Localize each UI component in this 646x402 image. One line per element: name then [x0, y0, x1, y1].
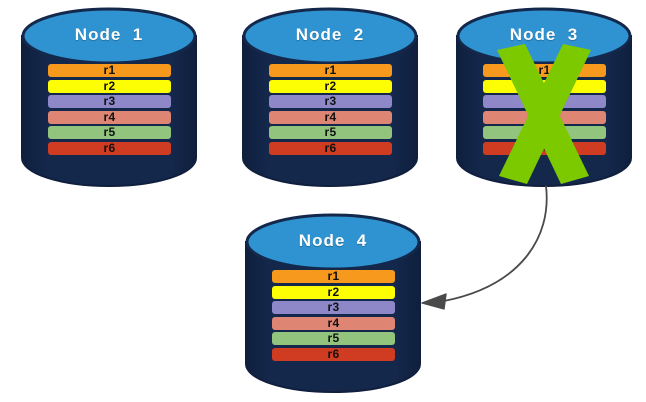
node-4-row-r2[interactable]: r2: [272, 285, 395, 299]
arrowhead-icon: [421, 293, 447, 310]
node-4-row-r4[interactable]: r4: [272, 316, 395, 330]
node-2-row-r4[interactable]: r4: [269, 110, 392, 124]
node-1-row-r2[interactable]: r2: [48, 79, 171, 93]
node-1-row-r6[interactable]: r6: [48, 141, 171, 155]
node-2-row-r5[interactable]: r5: [269, 126, 392, 139]
node-1-row-r3[interactable]: r3: [48, 95, 171, 108]
node-1-row-r5[interactable]: r5: [48, 126, 171, 139]
node-4-row-r3[interactable]: r3: [272, 301, 395, 314]
node-2-row-r1[interactable]: r1: [269, 64, 392, 77]
node-2-row-r3[interactable]: r3: [269, 95, 392, 108]
node-4-row-r6[interactable]: r6: [272, 347, 395, 361]
node-2-row-r2[interactable]: r2: [269, 79, 392, 93]
node-1-row-r1[interactable]: r1: [48, 64, 171, 77]
node-4-row-r5[interactable]: r5: [272, 332, 395, 345]
node-4-row-r1[interactable]: r1: [272, 270, 395, 283]
node-2-row-r6[interactable]: r6: [269, 141, 392, 155]
node-1-row-r4[interactable]: r4: [48, 110, 171, 124]
